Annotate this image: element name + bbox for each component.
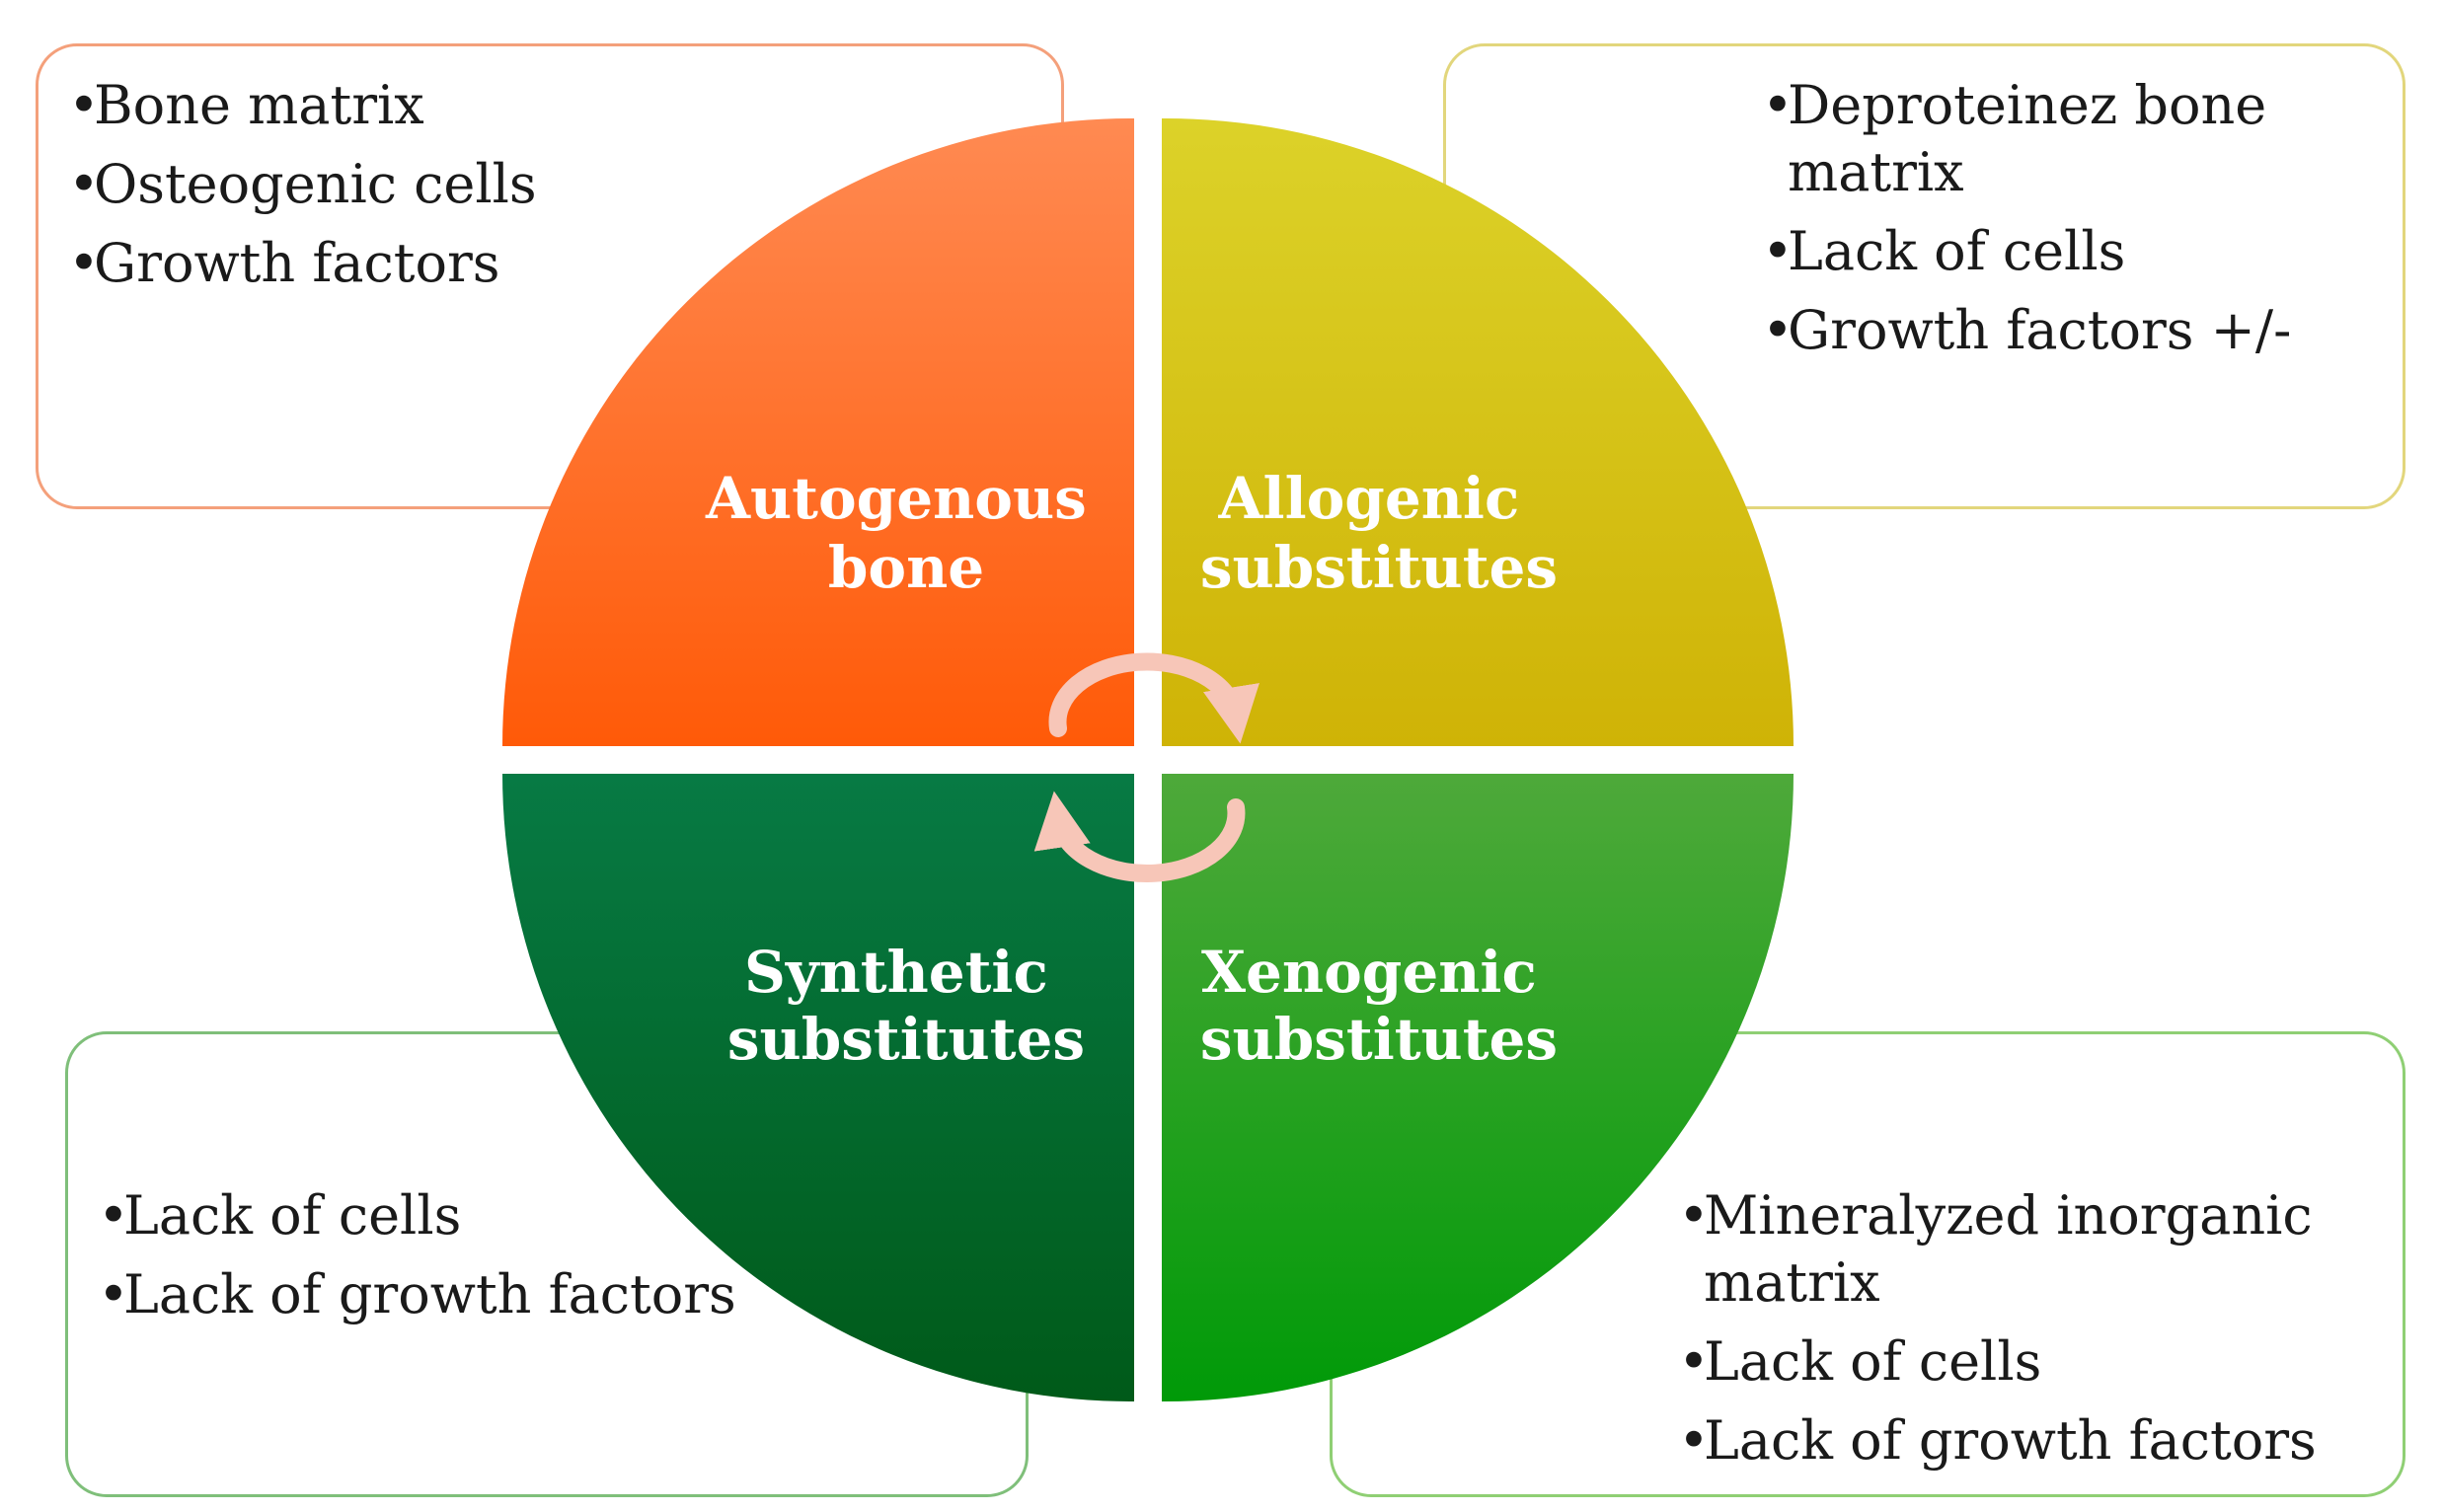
list-item: •Growth factors +/- <box>1762 297 2403 364</box>
list-item: •Deproteinez bone matrix <box>1762 74 2267 203</box>
synthetic-quadrant <box>502 774 1134 1402</box>
synthetic-label: Synthetic substitutes <box>727 939 1085 1073</box>
cycle-arrow-bottom-icon <box>1033 791 1246 882</box>
list-item: •Lack of growth factors <box>98 1261 1026 1328</box>
list-item: •Growth factors <box>68 230 1061 297</box>
xenogenic-label: Xenogenic substitutes <box>1200 939 1558 1073</box>
list-item: •Lack of cells <box>1762 218 2403 285</box>
list-item: •Lack of cells <box>98 1182 1026 1249</box>
allogenic-quadrant <box>1162 117 1794 746</box>
list-item: •Bone matrix <box>68 72 1061 139</box>
allogenic-label: Allogenic substitutes <box>1200 465 1558 601</box>
autogenous-label: Autogenous bone <box>705 465 1107 601</box>
cycle-arrows-icon <box>1033 652 1260 882</box>
list-item: •Mineralyzed inorganic matrix <box>1678 1184 2313 1314</box>
list-item: •Lack of growth factors <box>1678 1407 2403 1474</box>
list-item: •Lack of cells <box>1678 1328 2403 1396</box>
cycle-arrow-top-icon <box>1048 652 1260 744</box>
xenogenic-quadrant <box>1162 774 1794 1402</box>
list-item: •Osteogenic cells <box>68 151 1061 218</box>
autogenous-quadrant <box>501 117 1134 746</box>
